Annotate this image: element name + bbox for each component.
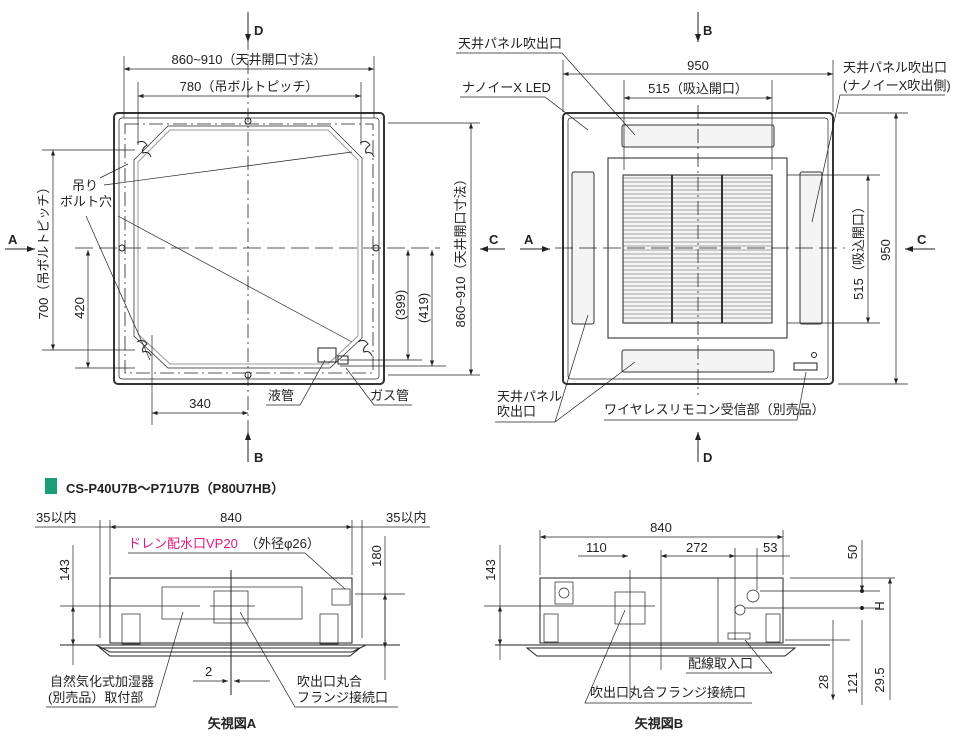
unit-top-view: D B A 860~910（天井開口寸法） 780（吊ボルトピッチ） 700（吊… — [5, 12, 480, 465]
dim-h: H — [872, 601, 887, 610]
dim-2: 2 — [205, 664, 212, 679]
dim-110: 110 — [586, 540, 607, 555]
gas-pipe-port — [746, 589, 760, 603]
dim-ceiling-opening-height: 860~910（天井開口寸法） — [453, 173, 468, 328]
liquid-pipe-port — [734, 604, 746, 616]
dim-53: 53 — [763, 540, 777, 555]
dim-bolt-pitch-width: 780（吊ボルトピッチ） — [180, 79, 319, 94]
arrow-label-c: C — [917, 232, 927, 247]
receiver-led — [811, 352, 817, 358]
remote-receiver — [793, 362, 818, 371]
side-view-b: 840 110 272 53 50 H 143 28 121 29.5 配線取入… — [483, 520, 895, 731]
label-flange-line2: フランジ接続口 — [297, 690, 388, 705]
dim-50: 50 — [845, 545, 860, 559]
label-flange-b: 吹出口丸合フランジ接続口 — [590, 685, 746, 700]
unit-outer-casing — [113, 112, 385, 385]
label-led: ナノイーX LED — [462, 80, 551, 95]
dim-180: 180 — [369, 545, 384, 567]
label-drain: ドレン配水口VP20 — [128, 536, 238, 551]
bolt-hole-tl — [136, 140, 152, 158]
arrow-label-c-left: C — [489, 232, 499, 247]
caption-view-a: 矢視図A — [208, 716, 257, 731]
unit-inner-frame — [133, 125, 363, 369]
arrow-label-a: A — [524, 232, 534, 247]
drain-port — [331, 588, 351, 606]
bolt-hole-br — [357, 339, 373, 357]
heading-marker — [45, 478, 57, 494]
label-remote-receiver: ワイヤレスリモコン受信部（別売品） — [604, 402, 825, 417]
arrow-label-b: B — [703, 23, 712, 38]
panel-edge-a — [98, 647, 362, 657]
dim-ceiling-opening-width: 860~910（天井開口寸法） — [172, 52, 327, 67]
label-outlet-left-line2: 吹出口 — [497, 404, 536, 419]
dim-340: 340 — [189, 396, 211, 411]
dim-panel-height: 950 — [878, 239, 893, 261]
dim-width-a: 840 — [220, 510, 242, 525]
arrow-label-b: B — [254, 450, 263, 465]
model-heading: CS-P40U7B～P71U7B（P80U7HB） — [66, 481, 284, 496]
bolt-hole-tr — [359, 140, 375, 158]
dim-399: (399) — [393, 290, 408, 320]
panel-edge-b — [525, 647, 797, 657]
dim-121: 121 — [845, 672, 860, 694]
label-outlet-top: 天井パネル吹出口 — [458, 36, 562, 51]
bolt-hole-bl — [136, 339, 152, 357]
dim-width-b: 840 — [650, 520, 672, 535]
dim-left-margin: 35以内 — [36, 510, 76, 525]
label-bolt-hole-line1: 吊り — [72, 178, 98, 193]
dim-intake-height: 515（吸込開口） — [851, 200, 866, 300]
label-wiring-inlet: 配線取入口 — [688, 656, 753, 671]
intake-grille — [622, 174, 773, 324]
dim-419: (419) — [416, 293, 431, 323]
dim-intake-width: 515（吸込開口） — [648, 81, 748, 96]
wiring-inlet — [727, 632, 751, 640]
label-bolt-hole-line2: ボルト穴 — [60, 194, 112, 209]
label-outlet-left-line1: 天井パネル — [497, 389, 562, 404]
label-drain-outer-diameter: （外径φ26） — [245, 536, 320, 551]
dim-28: 28 — [816, 675, 831, 689]
label-gas-pipe: ガス管 — [370, 388, 409, 403]
label-flange-line1: 吹出口丸合 — [297, 674, 362, 689]
label-humidifier-line2: (別売品）取付部 — [48, 690, 143, 705]
liquid-pipe-fitting — [317, 347, 337, 363]
dim-bolt-pitch-height: 700（吊ボルトピッチ） — [36, 181, 51, 320]
dim-143-b: 143 — [483, 559, 498, 581]
dim-panel-width: 950 — [687, 58, 709, 73]
label-humidifier-line1: 自然気化式加湿器 — [50, 674, 154, 689]
dim-right-margin: 35以内 — [386, 510, 426, 525]
caption-view-b: 矢視図B — [635, 716, 683, 731]
arrow-label-a: A — [8, 232, 18, 247]
dim-143-a: 143 — [57, 559, 72, 581]
dim-272: 272 — [686, 540, 708, 555]
dim-29-5: 29.5 — [872, 667, 887, 692]
arrow-label-d: D — [254, 23, 263, 38]
label-liquid-pipe: 液管 — [268, 388, 294, 403]
dim-420: 420 — [72, 297, 87, 319]
arrow-label-d: D — [703, 450, 712, 465]
side-view-a: 35以内 840 35以内 ドレン配水口VP20 （外径φ26） 143 180… — [35, 510, 430, 731]
panel-view: B D A C C 950 515（吸込開口） 515（吸込開口） 950 天井… — [456, 12, 951, 465]
label-outlet-right-line2: (ナノイーX吹出側) — [843, 78, 951, 93]
label-outlet-right-line1: 天井パネル吹出口 — [843, 60, 947, 75]
